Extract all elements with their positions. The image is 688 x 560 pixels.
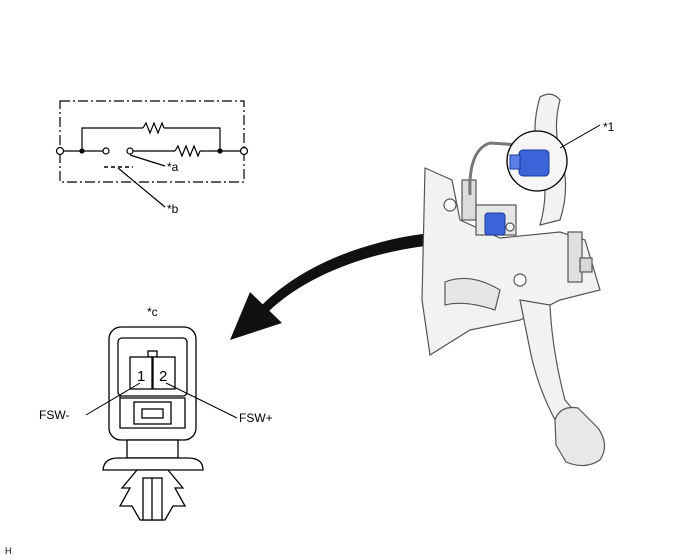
blue-connector xyxy=(484,212,506,236)
pedal-pad xyxy=(554,406,606,467)
pedal-assembly xyxy=(421,93,606,467)
pin-2-label: 2 xyxy=(159,368,167,385)
switch-contact-left xyxy=(102,147,110,155)
leader-1 xyxy=(559,124,601,149)
schematic-dashed-frame xyxy=(59,100,245,183)
zoom-blue-connector xyxy=(518,149,550,177)
leader-a xyxy=(129,154,166,167)
left-terminal xyxy=(55,146,65,156)
lower-resistor xyxy=(174,144,201,158)
leader-b xyxy=(117,167,166,208)
mounting-bracket xyxy=(421,167,601,356)
callout-c: *c xyxy=(147,305,158,319)
mounting-clip-flange xyxy=(102,457,204,471)
callout-a: *a xyxy=(167,160,179,174)
connector-key xyxy=(147,350,158,358)
switch-contact-right xyxy=(126,147,134,155)
connector-front-view xyxy=(102,326,204,521)
right-terminal xyxy=(239,146,249,156)
pin-cavity-1 xyxy=(129,356,153,390)
wire-harness xyxy=(468,141,521,196)
bracket-hole-2 xyxy=(513,273,527,287)
pin-cavity-2 xyxy=(152,356,176,390)
label-fsw-minus: FSW- xyxy=(39,408,69,422)
pointer-arrow-head xyxy=(230,292,282,340)
leader-fsw-minus xyxy=(85,382,141,416)
connector-neck xyxy=(126,439,179,459)
upper-resistor xyxy=(142,121,165,135)
corner-code: H xyxy=(5,546,12,556)
pin-1-label: 1 xyxy=(137,368,145,385)
callout-b: *b xyxy=(167,202,179,216)
callout-1: *1 xyxy=(603,120,615,134)
switch-schematic xyxy=(55,100,249,208)
bracket-hole-1 xyxy=(443,198,457,212)
leader-fsw-plus xyxy=(165,382,238,419)
label-fsw-plus: FSW+ xyxy=(239,411,273,425)
